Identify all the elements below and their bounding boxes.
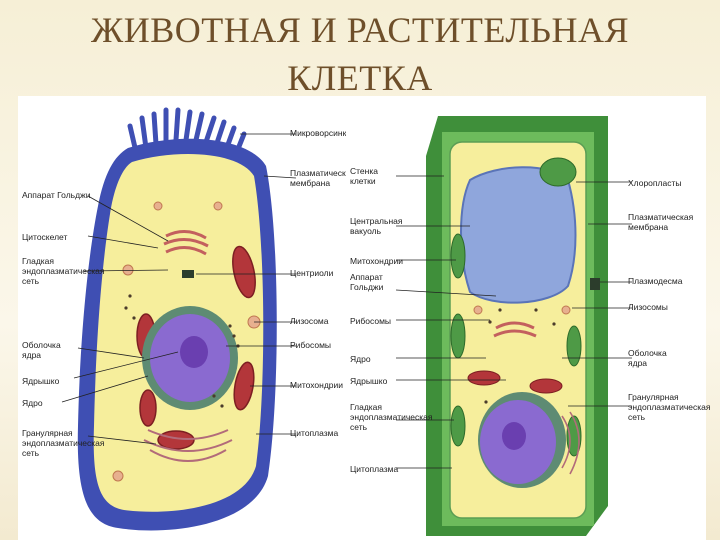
animal-label-smooth-er: Гладкая эндоплазматическая сеть (22, 256, 105, 286)
animal-cell-panel: Аппарат Гольджи Цитоскелет Гладкая эндоп… (18, 96, 355, 540)
plant-label-golgi: Аппарат Гольджи (350, 272, 384, 292)
centrioles (182, 270, 194, 278)
animal-label-cytoplasm: Цитоплазма (290, 428, 339, 438)
plant-label-mitochondria: Митохондрии (350, 256, 404, 266)
animal-label-rough-er: Гранулярная эндоплазматическая сеть (22, 428, 105, 458)
animal-label-golgi: Аппарат Гольджи (22, 190, 91, 200)
plant-label-vacuole: Центральная вакуоль (350, 216, 403, 236)
golgi-apparatus (163, 230, 209, 256)
plant-label-cytoplasm: Цитоплазма (350, 464, 399, 474)
plant-cell-diagram (395, 116, 632, 536)
mitochondria (136, 245, 256, 450)
nucleolus (180, 336, 208, 368)
plant-label-nucleus: Ядро (350, 354, 371, 364)
plant-label-cell-wall: Стенка клетки (350, 166, 378, 186)
leader-lines (61, 133, 297, 445)
plant-label-lysosomes: Лизосомы (628, 302, 668, 312)
leader-lines (395, 175, 632, 469)
plant-label-nucleolus: Ядрышко (350, 376, 388, 386)
plant-label-plasmodesma: Плазмодесма (628, 276, 683, 286)
title-line-1: ЖИВОТНАЯ И РАСТИТЕЛЬНАЯ (91, 10, 629, 50)
animal-label-nucleolus: Ядрышко (22, 376, 60, 386)
animal-label-cytoskeleton: Цитоскелет (22, 232, 68, 242)
animal-label-nucleus: Ядро (22, 398, 43, 408)
nucleolus (502, 422, 526, 450)
plant-label-smooth-er: Гладкая эндоплазматическая сеть (350, 402, 433, 432)
mitochondria (467, 370, 563, 394)
golgi-apparatus (493, 321, 537, 338)
animal-label-plasma-membrane: Плазматическая мембрана (290, 168, 356, 188)
lysosomes (473, 305, 571, 315)
animal-label-centrioles: Центриоли (290, 268, 334, 278)
central-vacuole (460, 166, 577, 304)
plant-label-rough-er: Гранулярная эндоплазматическая сеть (628, 392, 711, 422)
plant-label-nuclear-envelope: Оболочка ядра (628, 348, 667, 368)
plant-label-ribosomes: Рибосомы (350, 316, 392, 326)
plant-label-chloroplasts: Хлоропласты (628, 178, 682, 188)
title-line-2: КЛЕТКА (287, 58, 433, 98)
animal-label-nuclear-envelope: Оболочка ядра (22, 340, 61, 360)
animal-label-mitochondria: Митохондрии (290, 380, 344, 390)
plant-cell-panel: Стенка клетки Центральная вакуоль Митохо… (346, 96, 710, 540)
plasmodesma (590, 278, 600, 290)
animal-cell-diagram (61, 107, 297, 531)
rough-er (561, 411, 580, 475)
plant-label-plasma-membrane: Плазматическая мембрана (628, 212, 694, 232)
animal-label-ribosomes: Рибосомы (290, 340, 332, 350)
ribosomes (484, 308, 556, 404)
animal-label-lysosome: Лизосома (290, 316, 329, 326)
animal-label-microvilli: Микроворсинки (290, 128, 352, 138)
